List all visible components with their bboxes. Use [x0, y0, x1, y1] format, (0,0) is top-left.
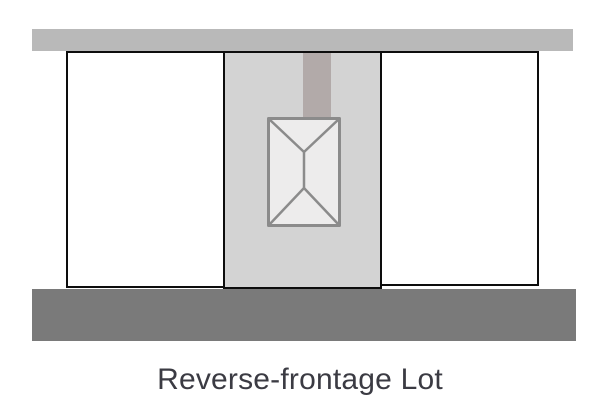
hip-roof-lines — [267, 117, 341, 227]
house-footprint-icon — [267, 117, 341, 227]
right-lot — [380, 51, 539, 286]
front-street-bar — [32, 289, 576, 341]
diagram-caption: Reverse-frontage Lot — [157, 363, 443, 396]
driveway-strip — [303, 53, 331, 118]
rear-street-bar — [32, 29, 573, 51]
left-lot — [66, 51, 225, 288]
